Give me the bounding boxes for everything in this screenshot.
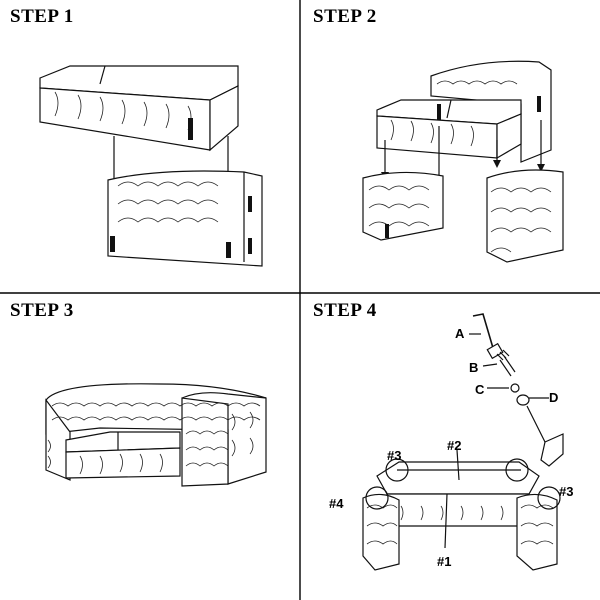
step-3-title: STEP 3 (10, 300, 74, 321)
step-4-panel: STEP 4 (301, 294, 600, 600)
label-part4: #4 (329, 496, 344, 511)
label-part2: #2 (447, 438, 461, 453)
step-3-illustration (45, 383, 267, 487)
hex-key-a (472, 313, 494, 349)
step-4-illustration: A B C D #2 #3 #3 #4 #1 (329, 313, 573, 571)
step-2-illustration (362, 60, 564, 263)
label-part1: #1 (437, 554, 451, 569)
bolt-b (486, 342, 516, 377)
hardware-exploded-view (469, 313, 564, 467)
label-d: D (549, 390, 558, 405)
step-1-illustration (39, 65, 263, 267)
left-arm (362, 171, 444, 241)
flat-washer-d (516, 394, 530, 406)
frame-assembly (362, 449, 561, 571)
seat-cushion-block (39, 65, 239, 152)
bracket-detail-circle-far-right (537, 486, 561, 510)
label-part3-left: #3 (387, 448, 401, 463)
spring-washer-c (510, 383, 520, 393)
right-arm (486, 169, 564, 263)
bracket-detail-circle-right (505, 458, 529, 482)
step-2-title: STEP 2 (313, 6, 377, 27)
backrest-frame (107, 170, 263, 267)
metal-bracket (540, 433, 564, 467)
step-4-title: STEP 4 (313, 300, 377, 321)
bracket-detail-circle-left (385, 458, 409, 482)
step-2-panel: STEP 2 (301, 0, 600, 294)
label-b: B (469, 360, 478, 375)
label-a: A (455, 326, 465, 341)
step-3-panel: STEP 3 (0, 294, 299, 600)
assembled-sofa (45, 383, 267, 487)
sofa-body (376, 60, 552, 163)
step-1-panel: STEP 1 (0, 0, 299, 294)
label-c: C (475, 382, 485, 397)
label-part3-right: #3 (559, 484, 573, 499)
bracket-detail-circle-far-left (365, 486, 389, 510)
assembly-axis (526, 405, 548, 447)
step-1-title: STEP 1 (10, 6, 74, 27)
